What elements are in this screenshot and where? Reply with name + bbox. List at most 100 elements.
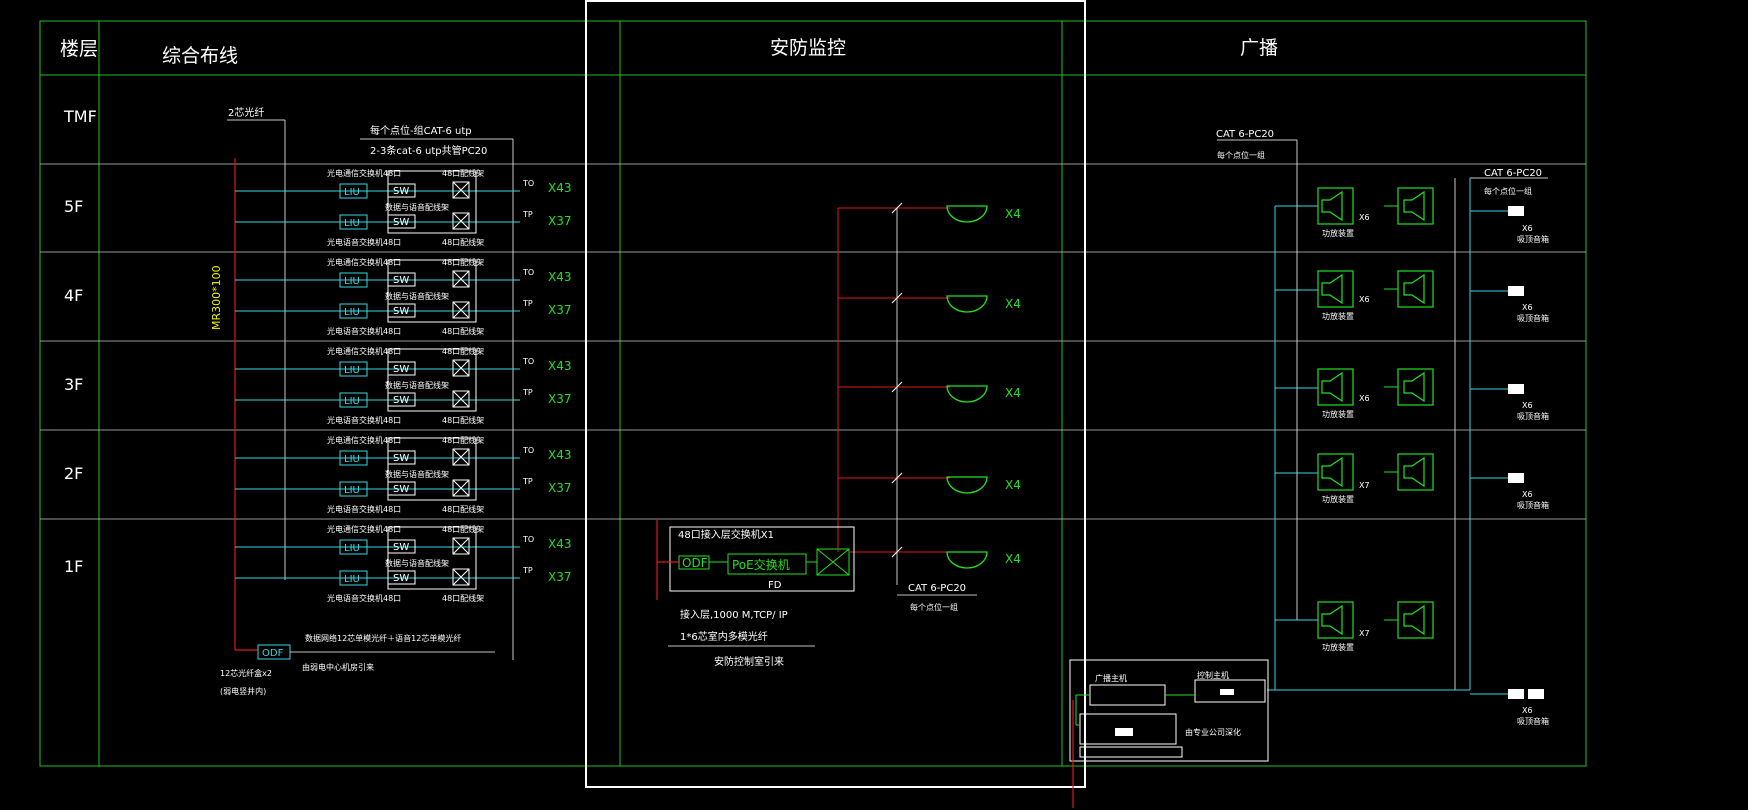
amp-count: X6: [1359, 394, 1370, 403]
bot-patch-label: 48口配线架: [442, 237, 484, 247]
fiber-2core-label: 2芯光纤: [228, 106, 264, 119]
floor-label-2f: 2F: [64, 464, 83, 483]
top-patch-label: 48口配线架: [442, 346, 484, 356]
cabling-riser: MR300*100: [210, 119, 286, 651]
ceiling-speaker-icon: [1508, 384, 1524, 394]
ceiling-speaker-label: 吸顶音箱: [1517, 234, 1549, 244]
camera-count: X4: [1005, 386, 1021, 400]
sw-label: SW: [393, 306, 409, 317]
cabling-floor-2f: LIU LIU SW SW 光电通信交换机48口 48口配线架 数据与语音配线架…: [235, 435, 572, 514]
ceiling-count: X6: [1522, 706, 1533, 715]
broadcast-trunks: [1217, 139, 1548, 695]
broadcast-host-box: 广播主机 控制主机 由专业公司深化: [1069, 659, 1269, 808]
tp-label: TP: [522, 477, 533, 486]
speaker-icon: [1397, 601, 1434, 639]
x43-label: X43: [548, 270, 572, 284]
host-note: 由专业公司深化: [1185, 727, 1241, 737]
broadcast-cat6-b: CAT 6-PC20: [1484, 168, 1542, 179]
header-floor: 楼层: [60, 38, 98, 60]
ceiling-speaker-label: 吸顶音箱: [1517, 313, 1549, 323]
x37-label: X37: [548, 392, 572, 406]
camera-count: X4: [1005, 297, 1021, 311]
host-eq-right-label: 控制主机: [1197, 670, 1229, 680]
odf-note-2: 由弱电中心机房引来: [302, 662, 374, 672]
to-label: TO: [522, 357, 534, 366]
mid-patch-label: 数据与语音配线架: [385, 380, 449, 390]
top-switch-label: 光电通信交换机48口: [327, 257, 401, 267]
broadcast-per-point-b: 每个点位一组: [1484, 186, 1532, 196]
to-label: TO: [522, 535, 534, 544]
liu-label: LIU: [344, 187, 360, 198]
riser-label: MR300*100: [210, 265, 223, 330]
cabling-floor-3f: LIU LIU SW SW 光电通信交换机48口 48口配线架 数据与语音配线架…: [235, 346, 572, 425]
sw-label: SW: [393, 573, 409, 584]
header-broadcast: 广播: [1240, 37, 1278, 59]
tp-label: TP: [522, 210, 533, 219]
top-switch-label: 光电通信交换机48口: [327, 168, 401, 178]
amp-label: 功放装置: [1322, 494, 1354, 504]
amplifier-icon: [1317, 368, 1354, 406]
top-switch-label: 光电通信交换机48口: [327, 524, 401, 534]
ceiling-speaker-label: 吸顶音箱: [1517, 716, 1549, 726]
odf-note-1: 数据网络12芯单模光纤＋语音12芯单模光纤: [305, 633, 461, 643]
x43-label: X43: [548, 448, 572, 462]
cabling-odf: ODF 数据网络12芯单模光纤＋语音12芯单模光纤 由弱电中心机房引来 12芯光…: [220, 633, 495, 696]
mid-patch-label: 数据与语音配线架: [385, 291, 449, 301]
speaker-icon: [1397, 187, 1434, 225]
liu-label: LIU: [344, 543, 360, 554]
liu-label: LIU: [344, 574, 360, 585]
sw-label: SW: [393, 275, 409, 286]
tp-label: TP: [522, 388, 533, 397]
camera-count: X4: [1005, 478, 1021, 492]
odf-label: ODF: [262, 648, 284, 659]
broadcast-cat6-a: CAT 6-PC20: [1216, 129, 1274, 140]
sw-label: SW: [393, 542, 409, 553]
amplifier-icon: [1317, 453, 1354, 491]
broadcast-per-point-a: 每个点位一组: [1217, 150, 1265, 160]
fiber-box-note-2: (弱电竖井内): [220, 686, 266, 696]
bot-switch-label: 光电语音交换机48口: [327, 593, 401, 603]
camera-count: X4: [1005, 207, 1021, 221]
speaker-icon: [1397, 368, 1434, 406]
camera-icon: [946, 476, 988, 494]
speaker-row: [1397, 187, 1434, 639]
liu-label: LIU: [344, 485, 360, 496]
bot-patch-label: 48口配线架: [442, 593, 484, 603]
header-cabling: 综合布线: [162, 45, 238, 67]
tp-label: TP: [522, 566, 533, 575]
liu-label: LIU: [344, 307, 360, 318]
amplifier-icon: [1317, 270, 1354, 308]
x37-label: X37: [548, 214, 572, 228]
security-per-point-label: 每个点位一组: [910, 602, 958, 612]
mid-patch-label: 数据与语音配线架: [385, 469, 449, 479]
ceiling-speaker-icon: [1508, 689, 1524, 699]
camera-row: [946, 205, 988, 569]
bot-switch-label: 光电语音交换机48口: [327, 415, 401, 425]
host-eq-top-label: 广播主机: [1095, 673, 1127, 683]
security-note-1: 接入层,1000 M,TCP/ IP: [680, 608, 788, 621]
per-point-cat6-label: 每个点位-组CAT-6 utp: [370, 124, 472, 137]
bot-patch-label: 48口配线架: [442, 415, 484, 425]
mid-patch-label: 数据与语音配线架: [385, 558, 449, 568]
camera-icon: [946, 551, 988, 569]
liu-label: LIU: [344, 365, 360, 376]
ceiling-speaker-row: [1508, 206, 1544, 699]
tp-label: TP: [522, 299, 533, 308]
top-patch-label: 48口配线架: [442, 168, 484, 178]
camera-icon: [946, 385, 988, 403]
bot-patch-label: 48口配线架: [442, 326, 484, 336]
security-note-3: 安防控制室引来: [714, 655, 784, 668]
ceiling-speaker-label: 吸顶音箱: [1517, 500, 1549, 510]
sw-label: SW: [393, 217, 409, 228]
ceiling-count: X6: [1522, 224, 1533, 233]
amp-speaker-links: [1384, 205, 1398, 621]
ceiling-count: X6: [1522, 303, 1533, 312]
amp-label: 功放装置: [1322, 642, 1354, 652]
poe-switch-label: PoE交换机: [732, 557, 790, 572]
ceiling-count: X6: [1522, 490, 1533, 499]
amplifier-icon: [1317, 601, 1354, 639]
liu-label: LIU: [344, 218, 360, 229]
amplifier-row: [1317, 187, 1354, 639]
security-cat6-label: CAT 6-PC20: [908, 583, 966, 594]
amp-label: 功放装置: [1322, 311, 1354, 321]
